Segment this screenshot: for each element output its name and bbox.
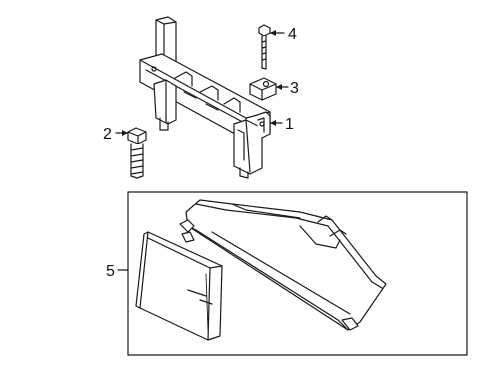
bracket-part [139,16,271,179]
tray-part [179,199,387,331]
clip-part [249,77,277,101]
callout-1: 1 [269,116,294,133]
callout-4-label: 4 [288,26,297,43]
callout-5: 5 [106,263,129,280]
callout-3: 3 [275,80,299,97]
panel-part [135,231,223,341]
callout-2-label: 2 [103,126,112,143]
bolt-part [127,127,147,179]
stud-part [258,24,271,70]
callout-1-label: 1 [285,116,294,133]
callout-5-label: 5 [106,263,115,280]
callout-4: 4 [269,26,297,43]
callout-3-label: 3 [290,80,299,97]
callout-2: 2 [103,126,129,143]
assembly-frame [127,191,468,356]
